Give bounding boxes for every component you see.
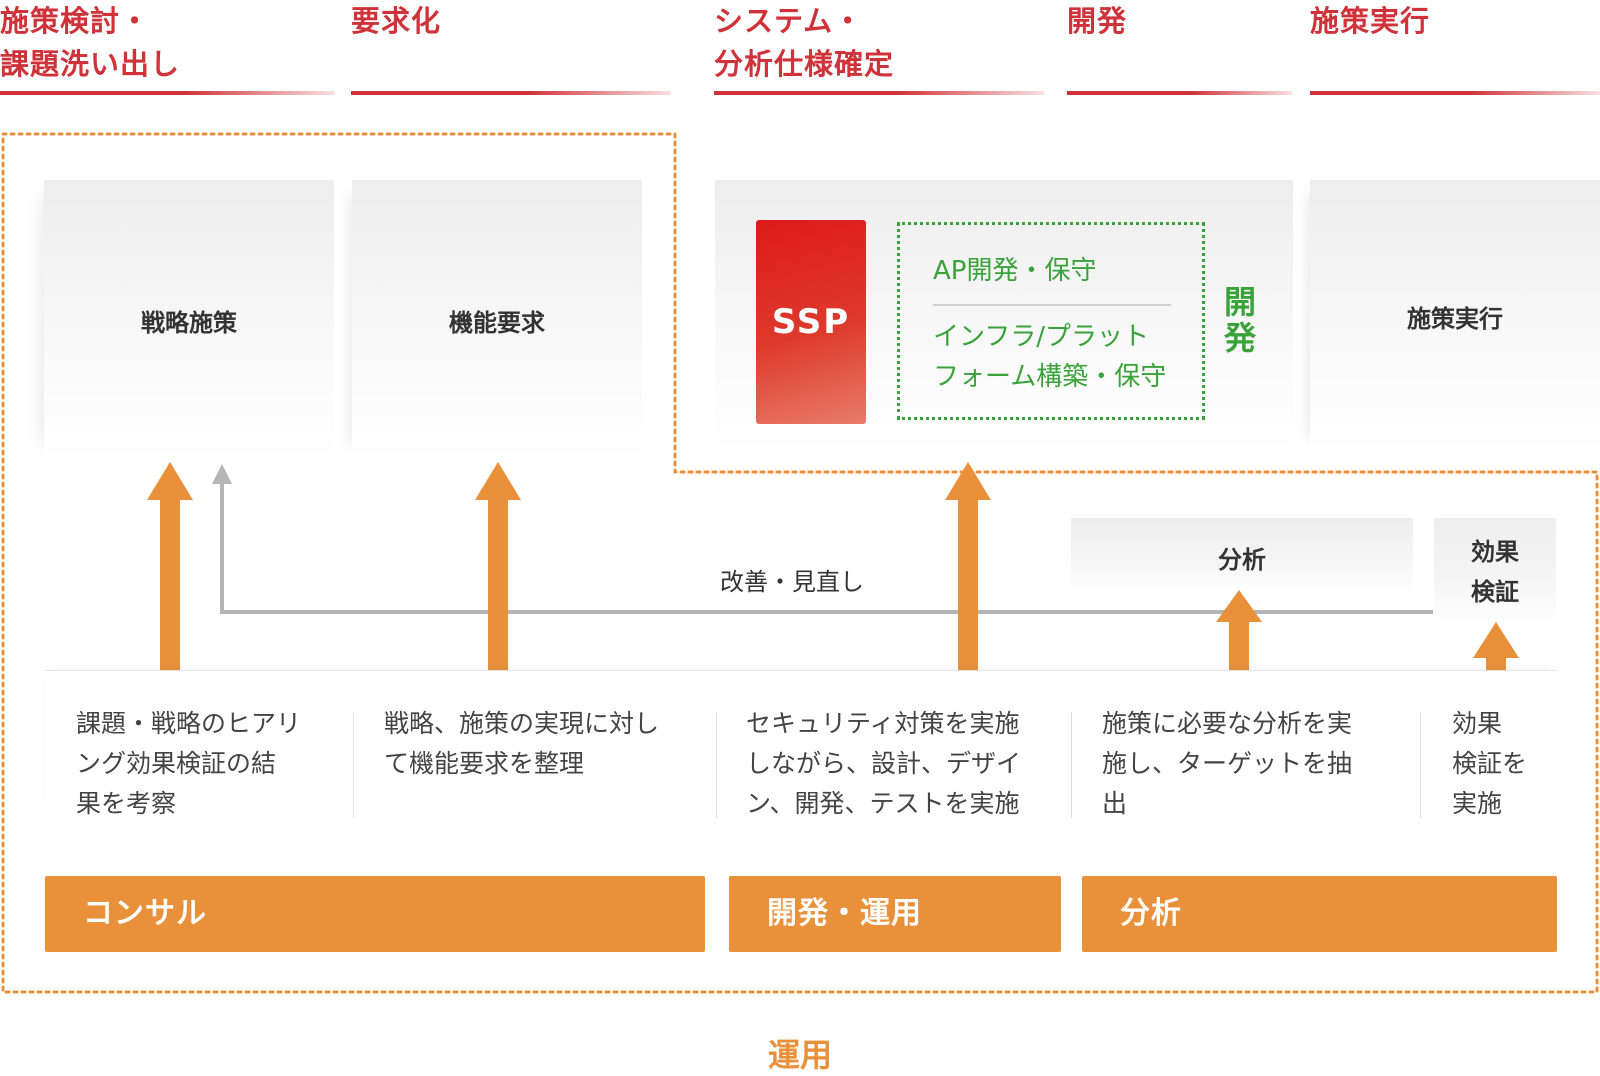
execution-label: 施策実行 <box>1407 304 1503 333</box>
description-consult: 課題・戦略のヒアリ ング効果検証の結 果を考察 <box>76 709 302 818</box>
execution-box: 施策実行 <box>1310 180 1600 452</box>
up-arrow-strategy <box>147 462 193 670</box>
phase-title: システム・ 分析仕様確定 <box>714 4 895 81</box>
description-requirements: 戦略、施策の実現に対し て機能要求を整理 <box>384 709 660 778</box>
description-development: セキュリティ対策を実施 しながら、設計、デザイ ン、開発、テストを実施 <box>746 709 1022 818</box>
requirements-label: 機能要求 <box>449 308 545 337</box>
description-analysis: 施策に必要な分析を実 施し、ターゲットを抽 出 <box>1102 709 1353 818</box>
dev-item-ap: AP開発・保守 <box>933 256 1097 286</box>
development-box: AP開発・保守 インフラ/プラット フォーム構築・保守 <box>897 222 1205 420</box>
analysis-bar-label: 分析 <box>1120 896 1182 931</box>
analysis-bar: 分析 <box>1082 876 1557 952</box>
phase-header-2: 要求化 <box>351 0 441 43</box>
verification-label: 効果 検証 <box>1471 538 1519 606</box>
up-arrow-verification <box>1473 622 1519 670</box>
phase-title: 施策検討・ 課題洗い出し <box>0 4 181 81</box>
strategy-box: 戦略施策 <box>44 180 334 460</box>
consulting-bar-label: コンサル <box>83 896 207 931</box>
phase-underline <box>351 91 671 95</box>
phase-underline <box>714 91 1044 95</box>
ssp-label: SSP <box>771 302 851 342</box>
up-arrow-requirements <box>475 462 521 670</box>
up-arrow-analysis <box>1216 590 1262 670</box>
description-strip <box>45 670 1557 821</box>
analysis-label: 分析 <box>1218 545 1266 574</box>
description-separator <box>1420 712 1421 818</box>
strategy-label: 戦略施策 <box>141 308 237 337</box>
phase-header-5: 施策実行 <box>1310 0 1430 43</box>
description-separator <box>1071 712 1072 818</box>
description-verification: 効果 検証を 実施 <box>1452 709 1528 818</box>
phase-underline <box>1067 91 1292 95</box>
dev-item-infra: インフラ/プラット フォーム構築・保守 <box>933 322 1167 392</box>
operations-label: 運用 <box>767 1036 832 1074</box>
requirements-box: 機能要求 <box>352 180 642 460</box>
dev-ops-bar: 開発・運用 <box>729 876 1061 952</box>
phase-title: 開発 <box>1067 4 1128 38</box>
phase-title: 施策実行 <box>1310 4 1431 38</box>
verification-box: 効果 検証 <box>1434 518 1556 626</box>
up-arrow-development <box>945 462 991 670</box>
analysis-box: 分析 <box>1071 518 1413 596</box>
development-side-label: 開 発 <box>1223 283 1256 357</box>
dev-divider <box>933 304 1171 306</box>
phase-header-1: 施策検討・ 課題洗い出し <box>0 0 180 86</box>
consulting-bar: コンサル <box>45 876 705 952</box>
description-separator <box>353 712 354 818</box>
phase-header-3: システム・ 分析仕様確定 <box>714 0 894 86</box>
description-separator <box>716 712 717 818</box>
feedback-arrow <box>212 464 1433 614</box>
feedback-label: 改善・見直し <box>720 568 864 596</box>
phase-underline <box>1310 91 1600 95</box>
phase-title: 要求化 <box>351 4 442 38</box>
dev-ops-bar-label: 開発・運用 <box>767 896 922 931</box>
ssp-block: SSP <box>756 220 866 424</box>
phase-underline <box>0 91 335 95</box>
phase-header-4: 開発 <box>1067 0 1127 43</box>
